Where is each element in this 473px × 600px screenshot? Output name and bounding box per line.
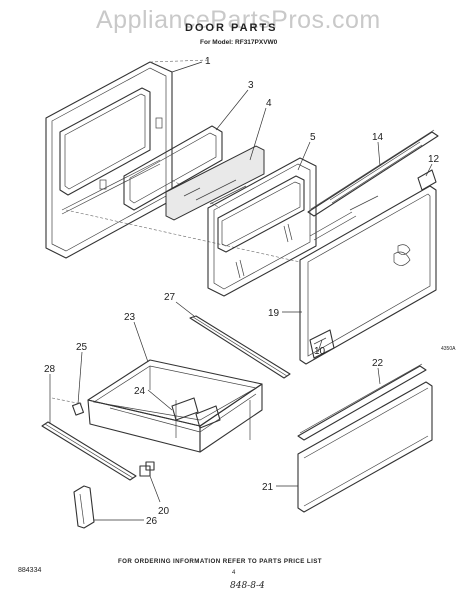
drawer-rod xyxy=(189,315,291,379)
door-top-trim xyxy=(307,129,439,217)
slide-stop xyxy=(71,402,85,416)
diagram-reference: 4350A xyxy=(441,346,456,352)
outer-door-panel xyxy=(45,59,301,263)
drawer-clips xyxy=(171,397,221,429)
callout-3: 3 xyxy=(248,80,254,91)
handwritten-note: 848-8-4 xyxy=(230,581,265,591)
callout-4: 4 xyxy=(266,98,272,109)
drawer-glides xyxy=(139,461,161,503)
drawer-rail xyxy=(41,397,137,481)
door-bracket xyxy=(417,169,437,191)
storage-drawer xyxy=(87,359,263,453)
callout-26: 26 xyxy=(146,516,158,527)
drawer-handle xyxy=(73,485,95,529)
footer-text: FOR ORDERING INFORMATION REFER TO PARTS … xyxy=(118,558,322,565)
callout-5: 5 xyxy=(310,132,316,143)
callout-10: 10 xyxy=(314,346,326,357)
drawer-trim-strip xyxy=(297,363,427,441)
door-glass xyxy=(165,145,265,221)
callout-20: 20 xyxy=(158,506,170,517)
inner-door-liner xyxy=(207,157,317,297)
callout-12: 12 xyxy=(428,154,440,165)
model-line: For Model: RF317PXVW0 xyxy=(200,39,278,46)
document-code: 884334 xyxy=(18,567,42,574)
callout-27: 27 xyxy=(164,292,176,303)
leader-lines xyxy=(49,61,433,521)
callout-25: 25 xyxy=(76,342,88,353)
callout-21: 21 xyxy=(262,482,274,493)
callout-23: 23 xyxy=(124,312,136,323)
watermark: AppliancePartsPros.com xyxy=(96,6,381,34)
drawer-front-panel xyxy=(297,381,433,513)
callout-24: 24 xyxy=(134,386,146,397)
inner-door-panel xyxy=(299,185,437,365)
page-number: 4 xyxy=(232,570,236,576)
page-title: DOOR PARTS xyxy=(185,22,278,34)
callout-22: 22 xyxy=(372,358,384,369)
callout-14: 14 xyxy=(372,132,384,143)
callout-28: 28 xyxy=(44,364,56,375)
door-hinge xyxy=(309,329,335,359)
callout-19: 19 xyxy=(268,308,280,319)
callout-numbers: 1 3 4 5 14 12 19 10 27 23 25 28 24 22 20… xyxy=(44,56,440,527)
callout-1: 1 xyxy=(205,56,211,67)
